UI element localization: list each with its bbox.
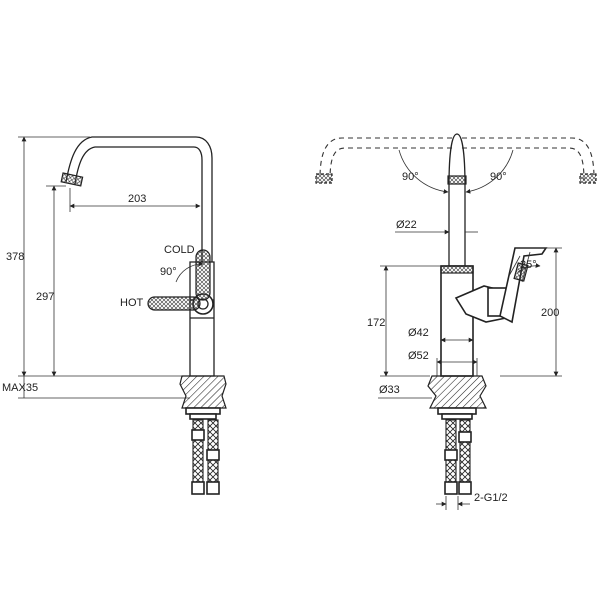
dim-connection: 2-G1/2	[474, 492, 508, 504]
angle-left: 90°	[402, 171, 419, 183]
base-hatched	[179, 375, 227, 409]
front-lever	[499, 247, 548, 324]
dim-reach: 203	[128, 193, 146, 205]
label-cold: COLD	[164, 244, 195, 256]
handle-lever-horizontal	[147, 296, 201, 311]
spout-outline	[65, 136, 213, 262]
aerator	[60, 172, 84, 187]
front-body	[440, 265, 474, 377]
front-body-collar	[440, 265, 474, 274]
front-aerator	[447, 175, 467, 185]
dim-height-outlet: 297	[36, 291, 54, 303]
handle-lever-vertical	[195, 249, 211, 301]
front-view: 90° 90° Ø22 25° 172 200 Ø42	[315, 133, 597, 510]
dim-height-body: 172	[367, 317, 385, 329]
dim-body-dia: Ø42	[408, 327, 429, 339]
dim-deck-max: MAX35	[2, 382, 38, 394]
dim-height-total: 378	[6, 251, 24, 263]
angle-handle: 90°	[160, 266, 177, 278]
dim-spout-dia: Ø22	[396, 219, 417, 231]
spout-swivel-right	[462, 137, 595, 181]
front-base-hatched	[427, 375, 487, 409]
dim-shank-dia: Ø33	[379, 384, 400, 396]
spout-stem	[448, 133, 466, 267]
dim-base-dia: Ø52	[408, 350, 429, 362]
side-view: 378 297 203 MAX35 COLD HOT 90°	[2, 136, 227, 495]
front-hose-right	[459, 419, 471, 483]
label-hot: HOT	[120, 297, 144, 309]
dim-height-lever: 200	[541, 307, 559, 319]
angle-lever: 25°	[520, 259, 537, 271]
angle-right: 90°	[490, 171, 507, 183]
lock-nut	[185, 407, 221, 415]
spout-swivel-left	[319, 137, 452, 181]
